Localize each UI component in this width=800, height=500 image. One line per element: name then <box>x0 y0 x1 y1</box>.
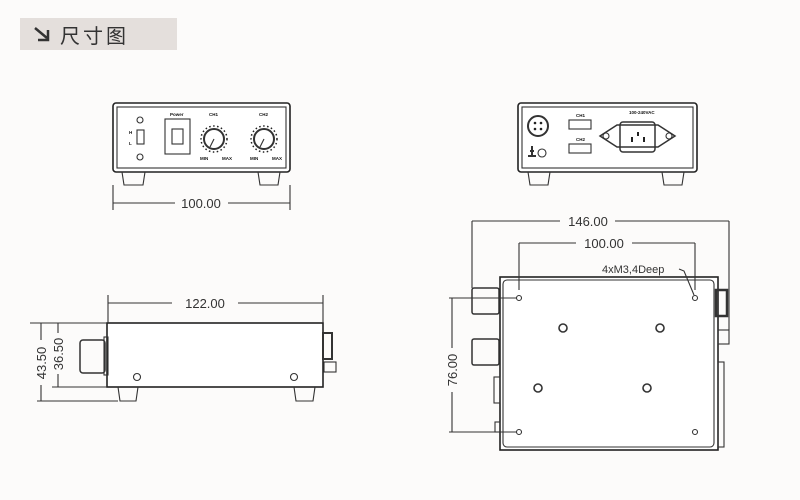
voltage-label: 100-240VAC <box>629 110 655 115</box>
hole-note: 4xM3,4Deep <box>602 264 664 276</box>
section-title: 尺寸图 <box>60 23 129 48</box>
ch2-min-label: MIN <box>250 156 258 161</box>
power-label: Power <box>170 112 184 117</box>
switch-label-l: L <box>129 141 132 146</box>
ch2-max-label: MAX <box>272 156 282 161</box>
ch1-label: CH1 <box>209 112 218 117</box>
hole-spacing-y-dim: 76.00 <box>445 354 460 387</box>
height-total-dim: 43.50 <box>34 347 49 380</box>
ch2-label: CH2 <box>259 112 268 117</box>
bottom-view: 146.00 100.00 4xM3,4Deep 76.00 <box>445 214 730 451</box>
ch1-min-label: MIN <box>200 156 208 161</box>
rear-view: CH1 CH2 100-240VAC <box>517 102 698 186</box>
rear-ch1-label: CH1 <box>576 113 585 118</box>
side-length-dim: 122.00 <box>185 296 225 311</box>
arrow-down-right-icon <box>34 27 50 42</box>
hole-spacing-x-dim: 100.00 <box>584 236 624 251</box>
height-body-dim: 36.50 <box>51 338 66 371</box>
overall-width-dim: 146.00 <box>568 214 608 229</box>
front-view: H L Power CH1 MIN MAX CH2 MIN MAX 100.00 <box>112 102 291 211</box>
side-view: 122.00 43.50 36.50 <box>30 295 337 402</box>
front-width-dim: 100.00 <box>181 196 221 211</box>
switch-label-h: H <box>129 130 132 135</box>
rear-ch2-label: CH2 <box>576 137 585 142</box>
ch1-max-label: MAX <box>222 156 232 161</box>
section-header: 尺寸图 <box>20 18 177 50</box>
